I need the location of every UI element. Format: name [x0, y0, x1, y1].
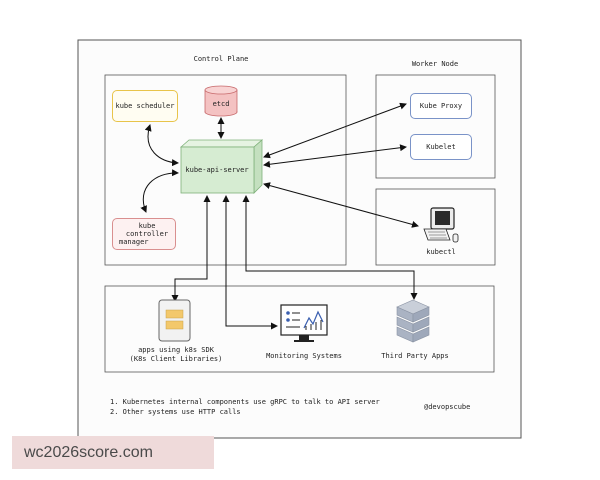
apps-sdk-label-line2: (K8s Client Libraries) [129, 355, 223, 363]
apps-sdk-label-line1: apps using k8s SDK [138, 346, 214, 354]
arrow-controller-api [140, 169, 179, 213]
monitoring-dashboard-icon [280, 304, 328, 342]
control-plane-title: Control Plane [193, 55, 249, 63]
note-1: 1. Kubernetes internal components use gR… [110, 398, 380, 406]
kube-proxy-node: Kube Proxy [410, 93, 472, 119]
terminal-icon [423, 207, 459, 243]
arrow-scheduler-api [144, 124, 179, 167]
controller-manager-label-line1: kube controller [125, 222, 169, 238]
arrow-api-kubelet [263, 144, 407, 168]
kube-proxy-label: Kube Proxy [419, 102, 463, 110]
watermark-text: wc2026score.com [24, 443, 153, 461]
kube-api-server-label: kube-api-server [185, 166, 249, 174]
arrow-api-thirdparty [242, 195, 418, 300]
kubelet-label: Kubelet [426, 143, 456, 151]
third-party-apps-label: Third Party Apps [381, 352, 449, 360]
connectors [140, 102, 419, 330]
kubelet-node: Kubelet [410, 134, 472, 160]
worker-node-title: Worker Node [411, 60, 459, 68]
kube-controller-manager-node: kube controller manager [112, 218, 176, 250]
apps-sdk-label: apps using k8s SDK (K8s Client Libraries… [130, 346, 223, 364]
etcd-database-icon [204, 85, 238, 117]
devopscube-handle: @devopscube [424, 403, 471, 411]
kube-scheduler-node: kube scheduler [112, 90, 178, 122]
api-server-box [179, 139, 264, 194]
server-stack-icon [396, 299, 430, 343]
mobile-app-icon [158, 299, 191, 342]
etcd-label: etcd [212, 100, 230, 108]
watermark-banner: wc2026score.com [12, 436, 214, 469]
kube-scheduler-label: kube scheduler [115, 102, 175, 110]
note-2: 2. Other systems use HTTP calls [110, 408, 241, 416]
arrow-api-apps [171, 195, 211, 302]
controller-manager-label-line2: manager [119, 238, 149, 246]
arrow-api-monitoring [222, 195, 278, 330]
monitoring-systems-label: Monitoring Systems [266, 352, 342, 360]
kubectl-label: kubectl [426, 248, 456, 256]
